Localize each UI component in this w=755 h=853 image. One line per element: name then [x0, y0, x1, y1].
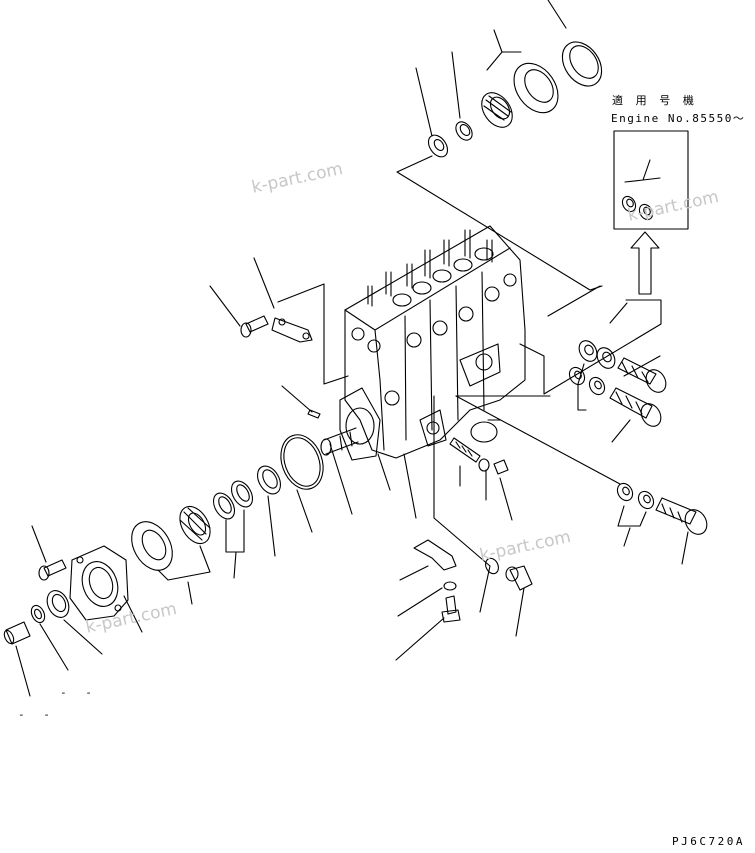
gasket-small	[483, 556, 501, 576]
nut-stud	[494, 460, 508, 474]
ring-small	[253, 462, 285, 498]
washer-stud	[479, 459, 489, 471]
bearing-half-shell	[414, 540, 456, 570]
bolt-lower-right	[656, 498, 711, 538]
leaders-left	[210, 258, 348, 412]
washer-small-center	[444, 582, 456, 590]
ring-a	[227, 477, 257, 510]
leaders-plug	[516, 588, 524, 636]
engine-number: Engine No.85550〜	[611, 112, 746, 125]
lever-plate	[272, 318, 312, 342]
washer-cover	[29, 603, 47, 624]
leaders-shell	[396, 566, 444, 660]
shim-ring	[453, 119, 476, 143]
washers-right	[566, 337, 618, 397]
bracket-lines-right	[456, 300, 661, 442]
washers-lower-right	[614, 481, 656, 512]
oil-seal-top	[554, 35, 609, 94]
bearing-cover	[70, 546, 128, 620]
banjo-bolt-upper	[618, 358, 670, 396]
leaders-rings	[158, 444, 390, 604]
cover-disc	[471, 422, 497, 442]
banjo-bolt-lower	[610, 388, 665, 430]
bolt-center	[442, 596, 460, 622]
applicable-title: 適 用 号 機	[612, 94, 697, 107]
sleeve-cap	[2, 622, 30, 645]
plug-fitting	[506, 566, 532, 590]
stud-bolt	[450, 438, 480, 462]
drawing-code: PJ6C720A	[672, 835, 745, 848]
nut-collar	[43, 587, 73, 621]
leaders-top	[397, 0, 602, 316]
leaders-center	[404, 396, 512, 612]
injection-pump-body	[340, 226, 525, 460]
washer-top	[425, 132, 452, 161]
bearing-roller-top	[475, 87, 518, 133]
leaders-cover	[16, 526, 142, 696]
bearing-outer-race	[505, 55, 567, 121]
inset-box	[614, 131, 688, 229]
stray-mark-b: - -	[18, 708, 56, 721]
bearing-cup-left	[123, 514, 180, 577]
o-ring	[274, 429, 331, 495]
arrow-up	[631, 232, 659, 294]
stray-mark-a: - -	[60, 686, 98, 699]
woodruff-key	[308, 410, 320, 418]
ring-b	[209, 489, 239, 522]
bolt-left	[241, 316, 268, 337]
bearing-roller-left	[174, 501, 217, 549]
leaders-lower-right	[456, 396, 688, 564]
bolt-cover	[39, 560, 66, 580]
